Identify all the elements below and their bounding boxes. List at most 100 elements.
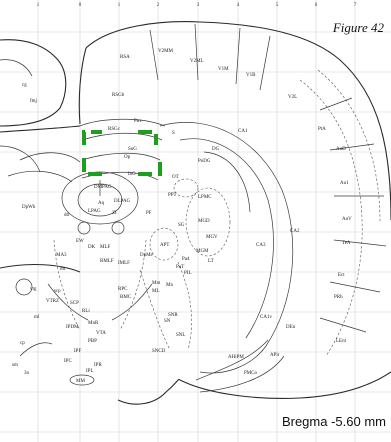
- region-label: RSA: [120, 55, 130, 60]
- region-label: TeA: [342, 241, 351, 246]
- region-label: ml: [34, 315, 40, 320]
- region-label: DLPAG: [114, 199, 131, 204]
- region-label: InG: [128, 172, 136, 177]
- region-label: DMPAG: [94, 185, 112, 190]
- region-label: RPC: [118, 287, 128, 292]
- region-label: DEn: [286, 325, 296, 330]
- region-label: APT: [160, 243, 169, 248]
- region-label: AHiPM: [228, 355, 244, 360]
- top-tick: 4: [237, 3, 240, 8]
- region-label: mt: [60, 267, 66, 272]
- region-label: RSGb: [112, 93, 125, 98]
- region-label: PIL: [184, 271, 192, 276]
- region-label: cp: [20, 341, 25, 346]
- region-label: Mn: [166, 283, 173, 288]
- region-label: SNR: [168, 313, 178, 318]
- region-label: ML: [152, 289, 160, 294]
- region-label: Aq: [98, 201, 105, 206]
- region-label: S: [172, 131, 175, 136]
- region-label: MA3: [56, 253, 67, 258]
- region-label: 3n: [24, 371, 30, 376]
- region-label: IPDM: [66, 325, 79, 330]
- region-label: PMCo: [244, 371, 258, 376]
- region-label: CA3: [256, 243, 266, 248]
- region-label: SG: [178, 223, 185, 228]
- region-label: CA2: [290, 229, 300, 234]
- top-tick: 3: [197, 3, 200, 8]
- region-label: IPC: [64, 359, 72, 364]
- region-label: PF: [146, 211, 152, 216]
- top-tick: 2: [157, 3, 160, 8]
- region-label: SN: [164, 319, 171, 324]
- region-label: Op: [124, 155, 131, 160]
- region-label: VTRZ: [46, 299, 59, 304]
- region-label: DK: [88, 245, 96, 250]
- figure-label: Figure 42: [332, 20, 385, 35]
- region-label: RLi: [82, 309, 90, 314]
- top-axis-ticks: 1 0 1 2 3 4 5 6 7: [37, 3, 357, 8]
- region-label: scp: [54, 289, 61, 294]
- region-label: LEnt: [336, 339, 347, 344]
- region-label: Ect: [338, 273, 345, 278]
- region-label: DG: [212, 147, 220, 152]
- region-label: PPT: [168, 193, 177, 198]
- region-label: RMLF: [100, 259, 114, 264]
- region-label: PtA: [318, 127, 326, 132]
- region-label: fmj: [30, 99, 37, 104]
- region-label: sm: [12, 363, 18, 368]
- region-label: DpMe: [140, 253, 154, 258]
- bregma-label: Bregma -5.60 mm: [282, 414, 386, 429]
- region-label: Pa4: [182, 257, 190, 262]
- region-label: RSGc: [108, 127, 121, 132]
- top-tick: 0: [79, 3, 82, 8]
- region-label: V2ML: [190, 59, 204, 64]
- region-label: IPL: [86, 369, 94, 374]
- region-label: LPAG: [88, 209, 101, 214]
- region-label: MGM: [196, 249, 209, 254]
- region-label: IMLF: [118, 261, 130, 266]
- region-label: PoT: [176, 265, 184, 270]
- region-label: cg: [22, 83, 27, 88]
- region-label: VTA: [96, 331, 106, 336]
- region-label: MLF: [100, 245, 111, 250]
- region-label: Au1: [340, 181, 349, 186]
- top-tick: 1: [118, 3, 121, 8]
- region-label: SNCD: [152, 349, 166, 354]
- region-label: MnR: [88, 321, 99, 326]
- region-label: AuD: [336, 147, 346, 152]
- top-tick: 6: [315, 3, 318, 8]
- region-label: MM: [76, 379, 85, 384]
- region-label: V1M: [218, 67, 229, 72]
- region-label: SNL: [176, 333, 185, 338]
- region-label: OT: [172, 175, 179, 180]
- top-tick: 5: [276, 3, 279, 8]
- region-label: MGV: [206, 235, 218, 240]
- region-label: ZI: [112, 211, 117, 216]
- region-label: PBP: [88, 339, 97, 344]
- region-label: CA1: [238, 129, 248, 134]
- region-label: IPF: [74, 349, 81, 354]
- region-label: V1B: [246, 73, 256, 78]
- region-label: V2L: [288, 95, 297, 100]
- region-label: IPR: [94, 363, 102, 368]
- region-label: LT: [208, 259, 214, 264]
- region-label: EW: [76, 239, 84, 244]
- region-label: BMC: [120, 295, 132, 300]
- region-label: LPMC: [198, 195, 212, 200]
- region-label: vtg: [30, 287, 37, 292]
- region-label: SuG: [128, 147, 137, 152]
- region-label: DpWh: [22, 205, 36, 210]
- region-label: PRh: [334, 295, 343, 300]
- section-outline: [0, 22, 391, 405]
- top-tick: 7: [354, 3, 357, 8]
- region-label: PoDG: [198, 159, 211, 164]
- region-label: MGD: [198, 219, 210, 224]
- region-label: AuV: [342, 217, 352, 222]
- region-label: Ptrr: [134, 119, 142, 124]
- top-tick: 1: [37, 3, 40, 8]
- region-label: V2MM: [158, 49, 174, 54]
- region-label: APir: [270, 353, 280, 358]
